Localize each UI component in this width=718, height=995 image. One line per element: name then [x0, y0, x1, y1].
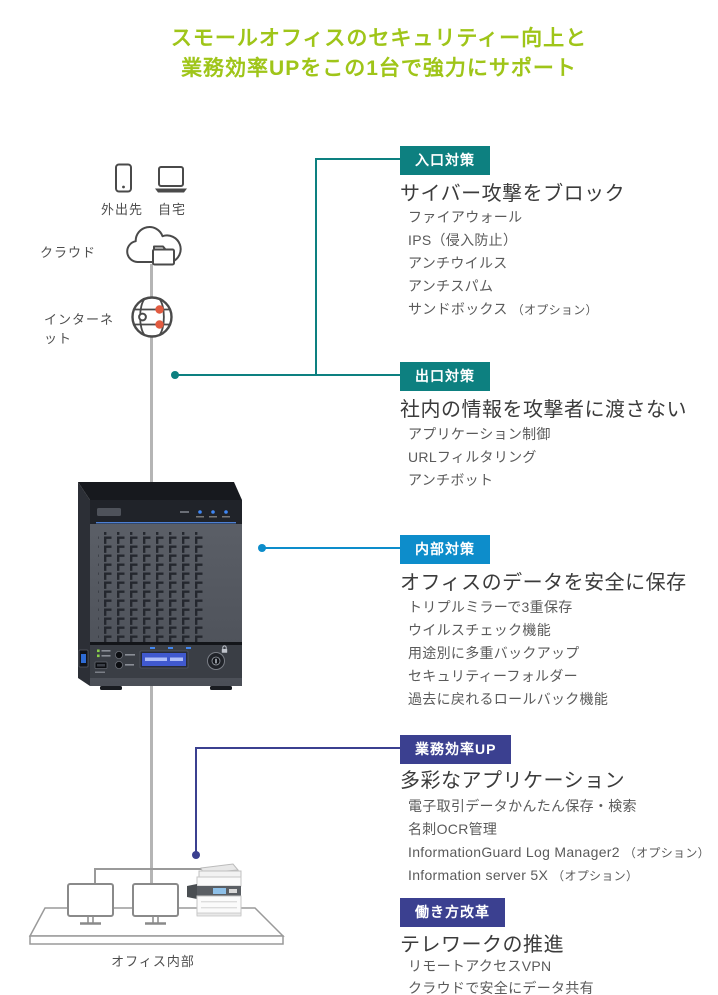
device-power-leds [97, 649, 111, 658]
list-item: URLフィルタリング [408, 449, 537, 465]
device-side-face [78, 482, 90, 686]
page-title: スモールオフィスのセキュリティー向上と 業務効率UPをこの1台で強力にサポート [40, 24, 718, 84]
list-workstyle-reform: リモートアクセスVPN クラウドで安全にデータ共有 [408, 956, 598, 995]
list-item: アンチウイルス [408, 255, 508, 271]
connector-exit-dot [171, 371, 179, 379]
heading-internal-measures: オフィスのデータを安全に保存 [400, 572, 687, 594]
label-internet: インターネット [44, 312, 115, 346]
list-item: IPS（侵入防止） [408, 232, 518, 248]
device-side-usb-port [78, 649, 89, 668]
list-item: トリプルミラーで3重保存 [408, 599, 573, 615]
badge-workstyle-reform: 働き方改革 [400, 898, 505, 927]
connector-exit-horizontal [175, 374, 400, 376]
list-item: セキュリティーフォルダー [408, 668, 578, 684]
page-title-line2: 業務効率UPをこの1台で強力にサポート [181, 57, 577, 80]
badge-exit-measures: 出口対策 [400, 362, 490, 391]
office-lan-line [94, 868, 221, 870]
list-item: ファイアウォール [408, 209, 523, 225]
device-lcd-display [139, 650, 189, 669]
list-item: クラウドで安全にデータ共有 [408, 980, 594, 995]
heading-workstyle-reform: テレワークの推進 [400, 934, 564, 956]
heading-efficiency-up: 多彩なアプリケーション [400, 770, 626, 792]
device-foot-right [210, 686, 232, 690]
device-accent-line [96, 522, 236, 524]
connector-efficiency-dot [192, 851, 200, 859]
device-keylock [207, 645, 228, 670]
heading-entry-measures: サイバー攻撃をブロック [400, 183, 626, 205]
printer-icon [187, 863, 242, 917]
list-item: アンチスパム [408, 278, 494, 294]
security-appliance-image [78, 482, 242, 690]
device-brand-logo [97, 508, 121, 516]
smartphone-icon [115, 163, 132, 193]
device-front-usb-port [94, 661, 108, 673]
connector-entry-horizontal [315, 158, 400, 160]
connector-efficiency-horizontal [195, 747, 400, 749]
connector-internal-dot [258, 544, 266, 552]
label-cloud: クラウド [40, 245, 97, 260]
connector-efficiency-vertical [195, 747, 197, 855]
label-office: オフィス内部 [111, 954, 195, 969]
office-desk-illustration [28, 863, 285, 945]
laptop-icon [155, 166, 187, 193]
globe-threat-dot-bottom [155, 320, 164, 329]
list-item: 用途別に多重バックアップ [408, 645, 580, 661]
monitor-icon-left [67, 883, 114, 925]
label-home: 自宅 [157, 202, 186, 217]
cloud-folder-icon [126, 226, 182, 266]
globe-node-dot [138, 312, 147, 322]
internet-globe-icon [131, 296, 173, 338]
monitor-icon-right [132, 883, 179, 925]
device-panel-leds [150, 647, 191, 649]
list-item: リモートアクセスVPN [408, 958, 552, 974]
desk-front [29, 935, 284, 945]
list-item: Information server 5X（オプション） [408, 867, 639, 883]
list-item: アンチボット [408, 472, 494, 488]
list-entry-measures: ファイアウォール IPS（侵入防止） アンチウイルス アンチスパム サンドボック… [408, 206, 598, 321]
badge-entry-measures: 入口対策 [400, 146, 490, 175]
page-title-line1: スモールオフィスのセキュリティー向上と [170, 27, 588, 50]
list-item: 過去に戻れるロールバック機能 [408, 691, 609, 707]
device-foot-left [100, 686, 122, 690]
device-vent-grid [98, 532, 203, 642]
network-line-internet-to-device [150, 264, 153, 484]
folder-icon [152, 245, 175, 266]
list-item: 名刺OCR管理 [408, 821, 498, 837]
list-item: InformationGuard Log Manager2（オプション） [408, 844, 710, 860]
globe-threat-dot-top [155, 305, 164, 314]
device-panel-divider [90, 642, 242, 645]
list-item: サンドボックス（オプション） [408, 301, 598, 317]
list-exit-measures: アプリケーション制御 URLフィルタリング アンチボット [408, 423, 555, 492]
list-internal-measures: トリプルミラーで3重保存 ウイルスチェック機能 用途別に多重バックアップ セキュ… [408, 596, 612, 711]
list-item: アプリケーション制御 [408, 426, 551, 442]
device-enter-button [115, 660, 134, 669]
list-item: ウイルスチェック機能 [408, 622, 551, 638]
list-efficiency-up: 電子取引データかんたん保存・検索 名刺OCR管理 InformationGuar… [408, 795, 710, 887]
office-lan-drop-left [94, 868, 96, 886]
badge-efficiency-up: 業務効率UP [400, 735, 512, 764]
list-item: 電子取引データかんたん保存・検索 [408, 798, 637, 814]
heading-exit-measures: 社内の情報を攻撃者に渡さない [400, 399, 687, 421]
device-top-face [78, 482, 242, 500]
device-select-button [115, 650, 135, 659]
connector-internal-horizontal [262, 547, 400, 549]
label-mobile: 外出先 [100, 202, 143, 217]
badge-internal-measures: 内部対策 [400, 535, 490, 564]
device-status-leds [180, 510, 230, 518]
network-line-device-to-office [150, 686, 153, 884]
connector-entry-vertical [315, 158, 317, 376]
